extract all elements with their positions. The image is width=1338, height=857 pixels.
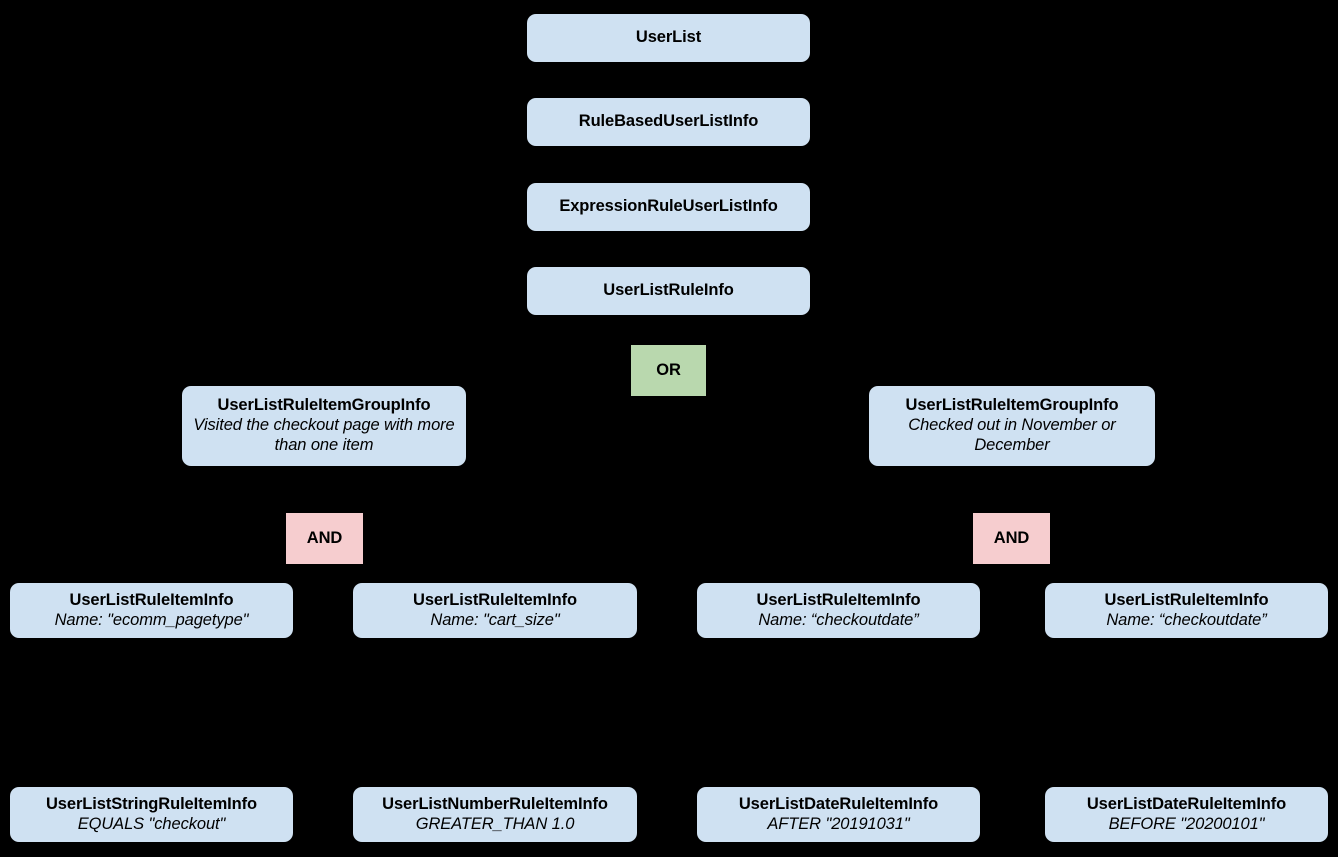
- edge-and-left-to-item-1: [150, 564, 326, 583]
- node-title: UserListRuleInfo: [603, 281, 734, 300]
- node-title: OR: [656, 360, 681, 379]
- node-rulebased[interactable]: RuleBasedUserListInfo: [527, 98, 810, 146]
- node-subtitle: Name: "ecomm_pagetype": [54, 611, 249, 629]
- node-subtitle: AFTER "20191031": [767, 815, 910, 833]
- node-subtitle: Name: “checkoutdate”: [1106, 611, 1267, 629]
- edge-group-left-to-and-left: [323, 466, 326, 513]
- node-title: UserListStringRuleItemInfo: [45, 794, 257, 813]
- edge-and-left-to-item-2: [323, 564, 496, 583]
- node-title: UserListRuleItemInfo: [69, 590, 234, 609]
- node-or[interactable]: OR: [631, 345, 706, 396]
- node-subtitle: EQUALS "checkout": [77, 815, 226, 833]
- node-subtitle: Checked out in November or December: [908, 416, 1116, 455]
- node-title: UserListRuleItemGroupInfo: [905, 395, 1119, 414]
- node-subtitle: GREATER_THAN 1.0: [415, 815, 575, 833]
- node-subtitle: Visited the checkout page with more than…: [193, 416, 455, 455]
- node-title: UserListDateRuleItemInfo: [1086, 794, 1287, 813]
- node-title: UserList: [635, 28, 702, 47]
- node-and-left[interactable]: AND: [286, 513, 363, 564]
- node-title: UserListRuleItemInfo: [413, 590, 577, 609]
- node-title: RuleBasedUserListInfo: [578, 112, 759, 131]
- node-subtitle: Name: “checkoutdate”: [758, 611, 919, 629]
- node-title: ExpressionRuleUserListInfo: [559, 197, 778, 216]
- node-userlistruleinfo[interactable]: UserListRuleInfo: [527, 267, 810, 315]
- node-title: AND: [306, 528, 343, 547]
- edge-and-right-to-item-3: [837, 564, 1013, 583]
- node-and-right[interactable]: AND: [973, 513, 1050, 564]
- edge-and-right-to-item-4: [1010, 564, 1188, 583]
- node-title: UserListRuleItemGroupInfo: [217, 395, 431, 414]
- node-title: AND: [993, 528, 1030, 547]
- node-title: UserListRuleItemInfo: [1104, 590, 1269, 609]
- node-subtitle: Name: "cart_size": [430, 611, 560, 629]
- node-expressionrule[interactable]: ExpressionRuleUserListInfo: [527, 183, 810, 231]
- node-userlist[interactable]: UserList: [527, 14, 810, 62]
- node-title: UserListRuleItemInfo: [756, 590, 921, 609]
- node-title: UserListDateRuleItemInfo: [738, 794, 939, 813]
- edge-group-right-to-and-right: [1010, 466, 1013, 513]
- node-title: UserListNumberRuleItemInfo: [382, 794, 608, 813]
- node-subtitle: BEFORE "20200101": [1108, 815, 1265, 833]
